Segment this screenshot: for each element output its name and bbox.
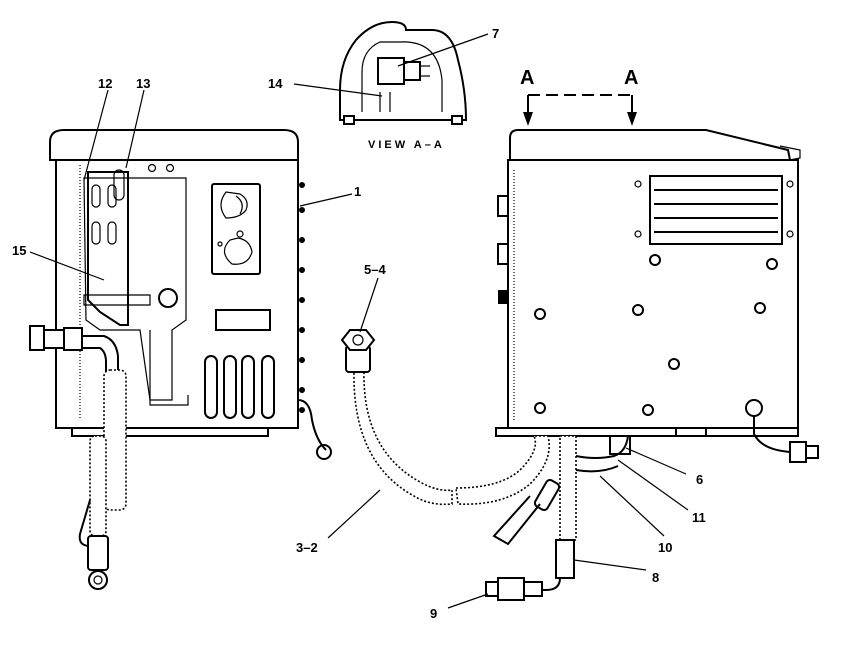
section-mark-right: A <box>624 67 638 89</box>
leader-lines <box>29 33 689 609</box>
view-a-a-title: VIEW A–A <box>368 139 445 151</box>
callout-7: 7 <box>492 26 499 41</box>
callout-3-2: 3–2 <box>296 540 318 555</box>
callout-5-4: 5–4 <box>364 262 386 277</box>
section-marker: A A <box>520 67 638 126</box>
callout-12: 12 <box>98 76 112 91</box>
side-fasteners <box>299 182 305 413</box>
front-view-unit <box>49 129 332 460</box>
callout-14: 14 <box>268 76 283 91</box>
section-mark-left: A <box>520 67 534 89</box>
callout-15: 15 <box>12 243 26 258</box>
callout-1: 1 <box>354 184 361 199</box>
panel-fasteners <box>534 180 794 416</box>
callout-10: 10 <box>658 540 672 555</box>
callout-9: 9 <box>430 606 437 621</box>
callout-11: 11 <box>692 510 706 525</box>
callouts: 1 12 13 15 7 14 5–4 3–2 6 11 10 8 9 <box>12 26 706 621</box>
callout-13: 13 <box>136 76 150 91</box>
side-view-unit <box>495 129 819 463</box>
left-hose-assembly <box>29 325 127 590</box>
view-a-a-detail: VIEW A–A <box>339 20 468 151</box>
callout-6: 6 <box>696 472 703 487</box>
right-hose-assembly <box>340 329 629 601</box>
callout-8: 8 <box>652 570 659 585</box>
